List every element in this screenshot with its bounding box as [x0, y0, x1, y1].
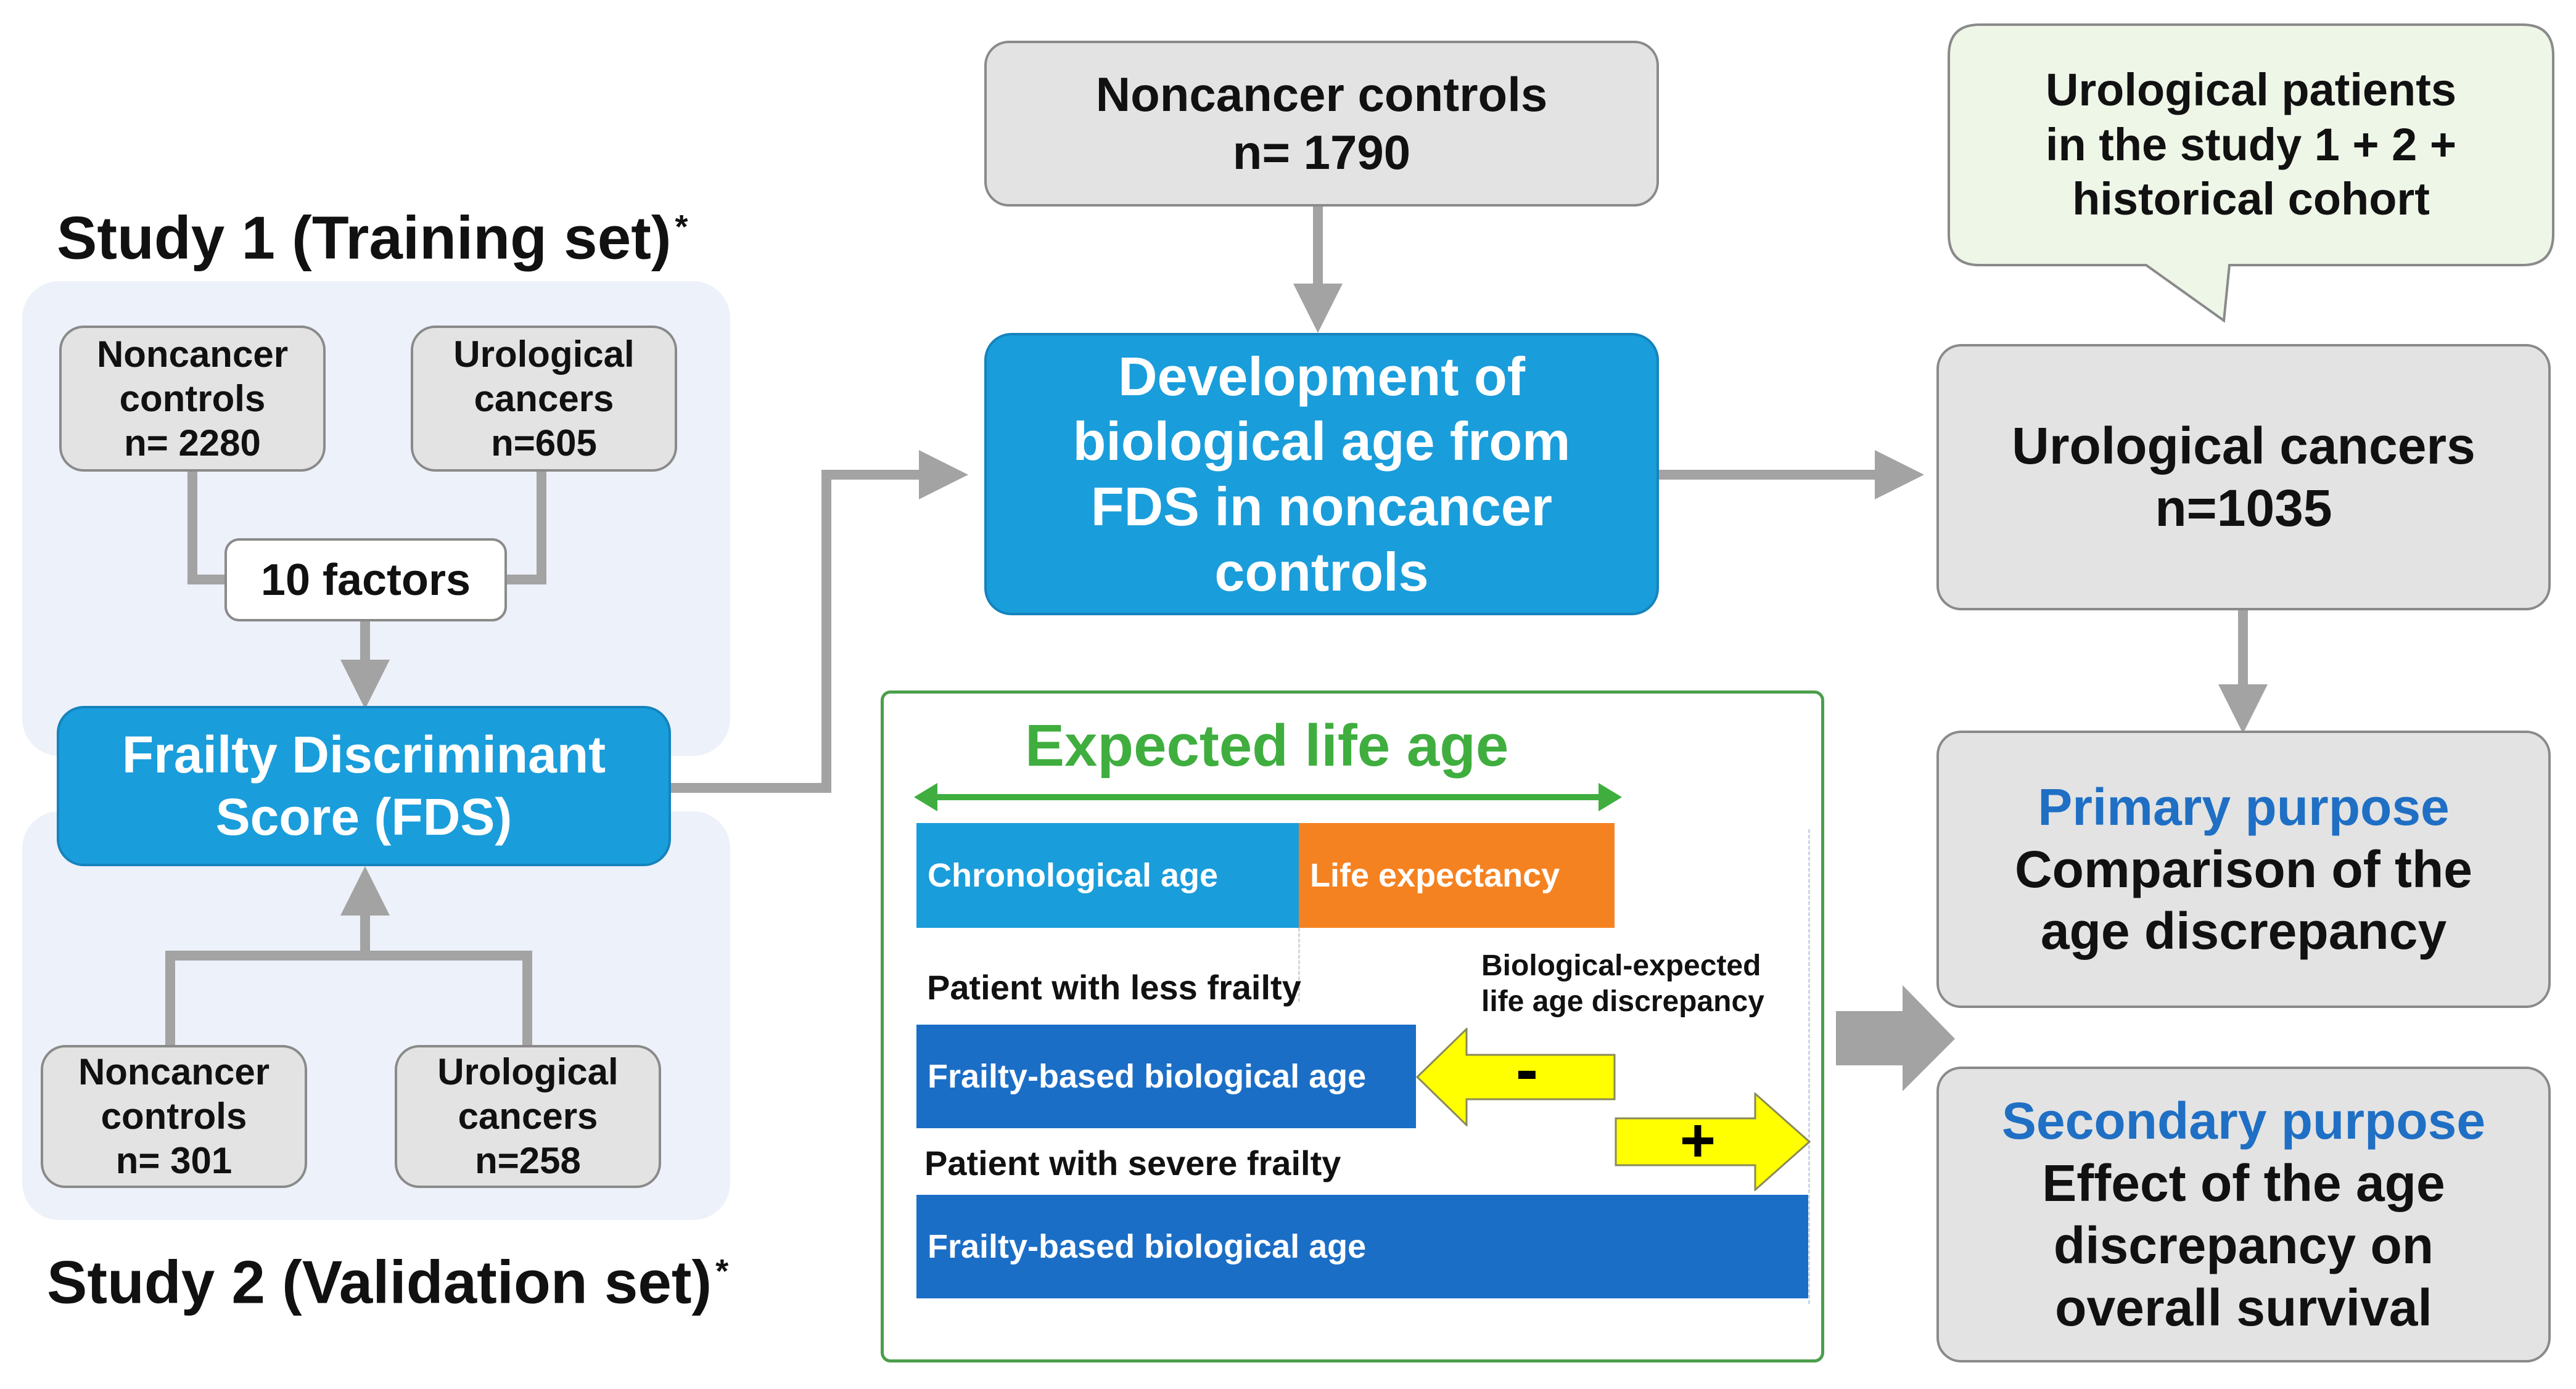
primary-purpose-heading: Primary purpose	[2038, 777, 2450, 836]
urological-cancers-box: Urological cancers n=1035	[1936, 344, 2551, 610]
plus-arrow-shape	[1615, 1092, 1811, 1191]
big-arrow-to-purposes	[1836, 985, 1955, 1091]
minus-sign: -	[1516, 1031, 1539, 1107]
inset-title: Expected life age	[1025, 713, 1509, 779]
arrow-fds-to-development	[671, 450, 968, 793]
severe-frailty-label: Patient with severe frailty	[924, 1144, 1341, 1182]
reference-line	[1298, 928, 1300, 1002]
development-box: Development of biological age from FDS i…	[984, 333, 1659, 615]
study2-noncancer-box: Noncancer controls n= 301	[41, 1045, 307, 1188]
minus-arrow: -	[1416, 1028, 1616, 1126]
primary-purpose-box: Primary purpose Comparison of the age di…	[1936, 731, 2551, 1008]
life-expectancy-bar: Life expectancy	[1299, 823, 1615, 928]
study2-title: Study 2 (Validation set)*	[47, 1248, 729, 1316]
connector-study1-noncancer	[187, 472, 227, 584]
plus-sign: +	[1680, 1106, 1716, 1175]
frailty-age-bar-severe: Frailty-based biological age	[916, 1195, 1808, 1298]
connector-study2-urological	[365, 951, 532, 1045]
plus-arrow: +	[1615, 1092, 1811, 1191]
callout-text: Urological patients in the study 1 + 2 +…	[2045, 64, 2457, 225]
study1-urological-box: Urological cancers n=605	[411, 326, 677, 472]
discrepancy-label: Biological-expected life age discrepancy	[1481, 949, 1764, 1018]
fds-box: Frailty Discriminant Score (FDS)	[57, 706, 671, 866]
callout-bubble	[1948, 23, 2554, 323]
chronological-age-bar: Chronological age	[916, 823, 1299, 928]
study1-title: Study 1 (Training set)*	[57, 203, 688, 272]
minus-arrow-shape	[1416, 1028, 1616, 1126]
expected-life-arrow-left-head	[914, 783, 937, 811]
secondary-purpose-box: Secondary purpose Effect of the age disc…	[1936, 1067, 2551, 1362]
noncancer-controls-box: Noncancer controls n= 1790	[984, 41, 1659, 207]
secondary-purpose-heading: Secondary purpose	[2001, 1092, 2486, 1150]
less-frailty-label: Patient with less frailty	[927, 968, 1301, 1007]
expected-life-arrow-right-head	[1599, 783, 1622, 811]
frailty-age-bar-less: Frailty-based biological age	[916, 1025, 1416, 1128]
study2-urological-box: Urological cancers n=258	[395, 1045, 661, 1188]
connector-study1-urological	[504, 472, 546, 584]
expected-life-arrow	[914, 783, 1622, 811]
study1-noncancer-box: Noncancer controls n= 2280	[59, 326, 326, 472]
discrepancy-line	[1808, 829, 1810, 1304]
factors-box: 10 factors	[224, 538, 507, 621]
connector-study2-noncancer	[165, 951, 365, 1045]
